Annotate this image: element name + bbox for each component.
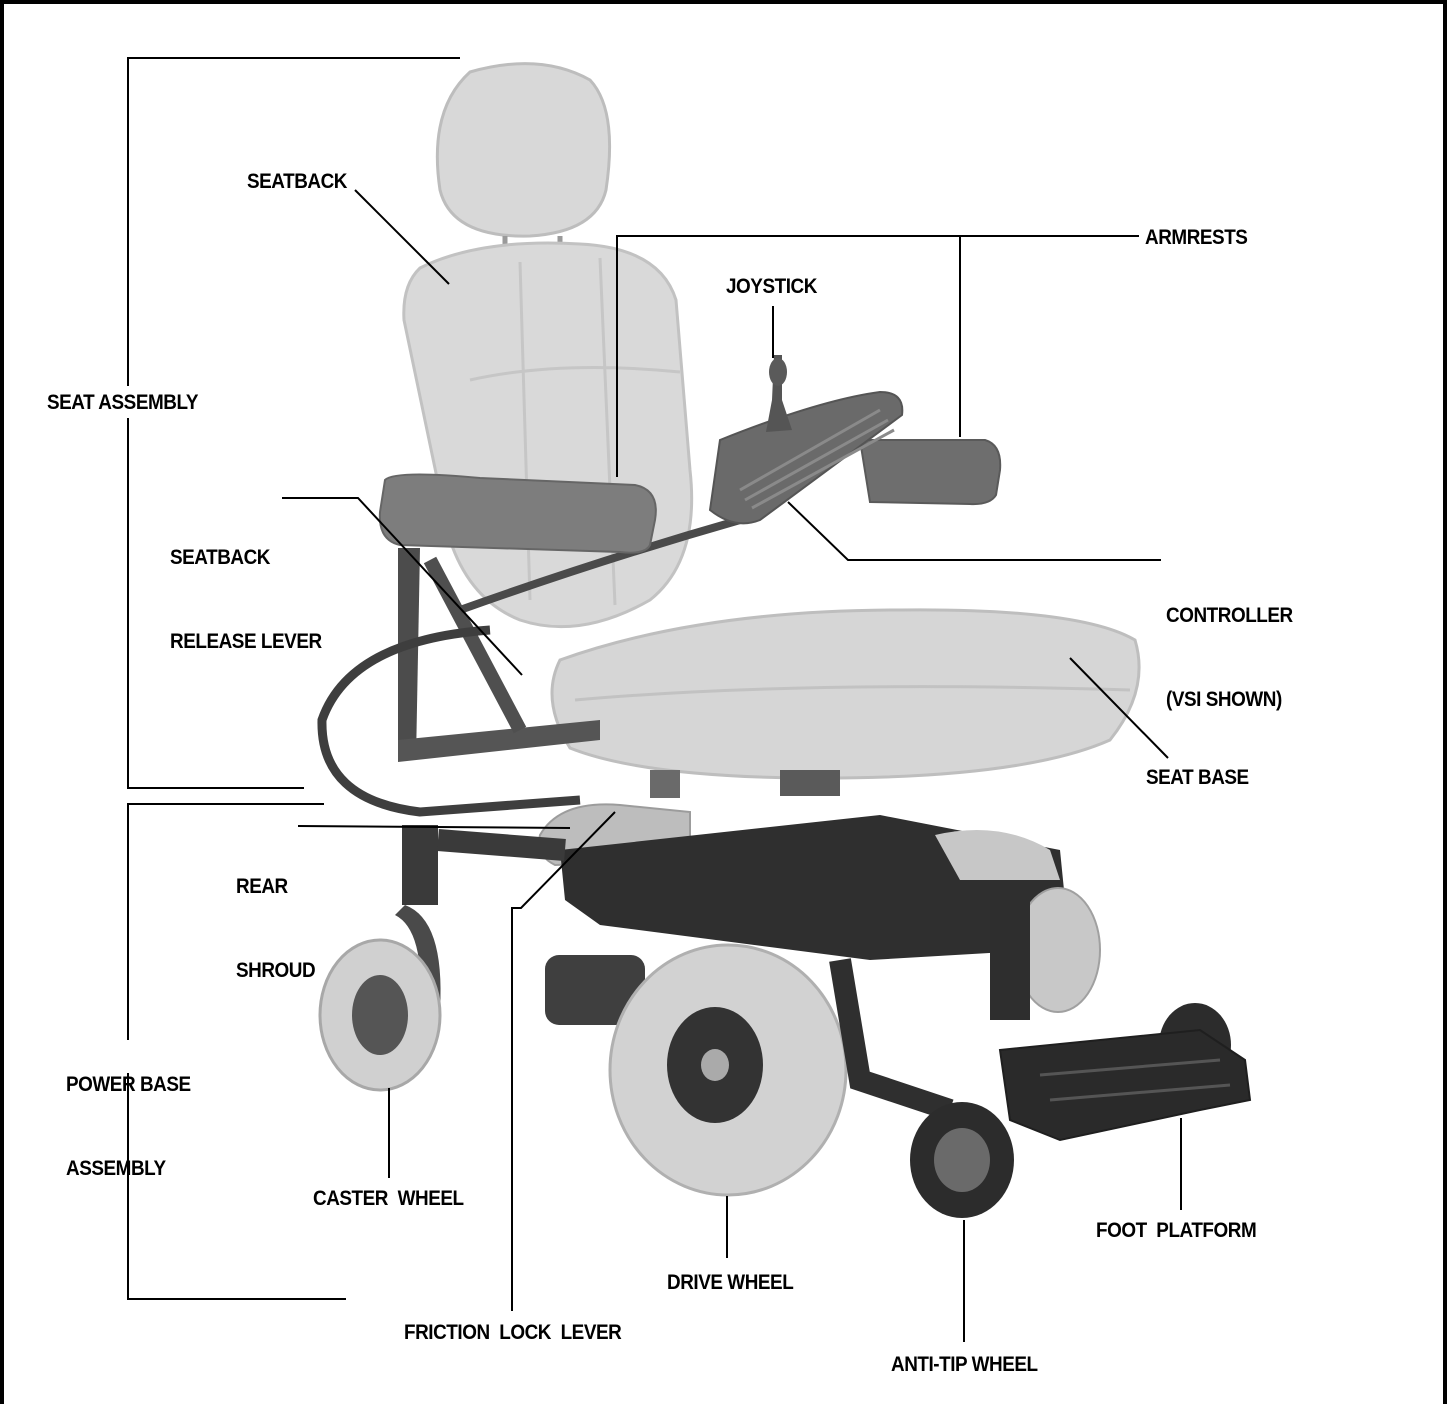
joystick-knob [769, 358, 787, 386]
left-armrest [380, 474, 656, 552]
controller-cable [322, 630, 580, 812]
label-armrests: ARMRESTS [1145, 224, 1247, 252]
label-rear-shroud-line1: REAR [236, 873, 315, 901]
seat-post [650, 770, 680, 798]
seat-frame-bar [398, 720, 600, 762]
label-joystick: JOYSTICK [726, 273, 817, 301]
label-power-base-line2: ASSEMBLY [66, 1155, 191, 1183]
caster-arm [438, 840, 565, 850]
label-seatback-release-lever: SEATBACK RELEASE LEVER [170, 488, 322, 684]
controller-leader [788, 502, 1161, 560]
seat-post-right [780, 770, 840, 796]
label-seatback: SEATBACK [247, 168, 347, 196]
seatback-leader [355, 190, 449, 284]
label-caster-wheel: CASTER WHEEL [313, 1185, 464, 1213]
seat-frame-left [398, 548, 420, 760]
label-friction-lock-lever: FRICTION LOCK LEVER [404, 1319, 621, 1347]
footrest-frame [840, 960, 950, 1110]
headrest [437, 64, 609, 236]
label-power-base-line1: POWER BASE [66, 1071, 191, 1099]
rear-shroud-leader [298, 826, 570, 828]
caster-hub [352, 975, 408, 1055]
footrest-hanger [990, 900, 1030, 1020]
label-foot-platform: FOOT PLATFORM [1096, 1217, 1256, 1245]
right-armrest [860, 440, 1000, 504]
label-seat-assembly: SEAT ASSEMBLY [47, 389, 198, 417]
caster-post [402, 825, 438, 905]
label-anti-tip-wheel: ANTI-TIP WHEEL [891, 1351, 1038, 1379]
label-drive-wheel: DRIVE WHEEL [667, 1269, 793, 1297]
seatback-shape [404, 243, 692, 627]
label-controller-line1: CONTROLLER [1166, 602, 1293, 630]
anti-tip-hub [934, 1128, 990, 1192]
label-seatback-release-line1: SEATBACK [170, 544, 322, 572]
label-rear-shroud: REAR SHROUD [236, 817, 315, 1013]
label-seatback-release-line2: RELEASE LEVER [170, 628, 322, 656]
label-controller-line2: (VSI SHOWN) [1166, 686, 1293, 714]
label-seat-base: SEAT BASE [1146, 764, 1249, 792]
drive-hub-center [701, 1049, 729, 1081]
label-power-base-assembly: POWER BASE ASSEMBLY [66, 1015, 191, 1211]
label-controller: CONTROLLER (VSI SHOWN) [1166, 546, 1293, 742]
label-rear-shroud-line2: SHROUD [236, 957, 315, 985]
